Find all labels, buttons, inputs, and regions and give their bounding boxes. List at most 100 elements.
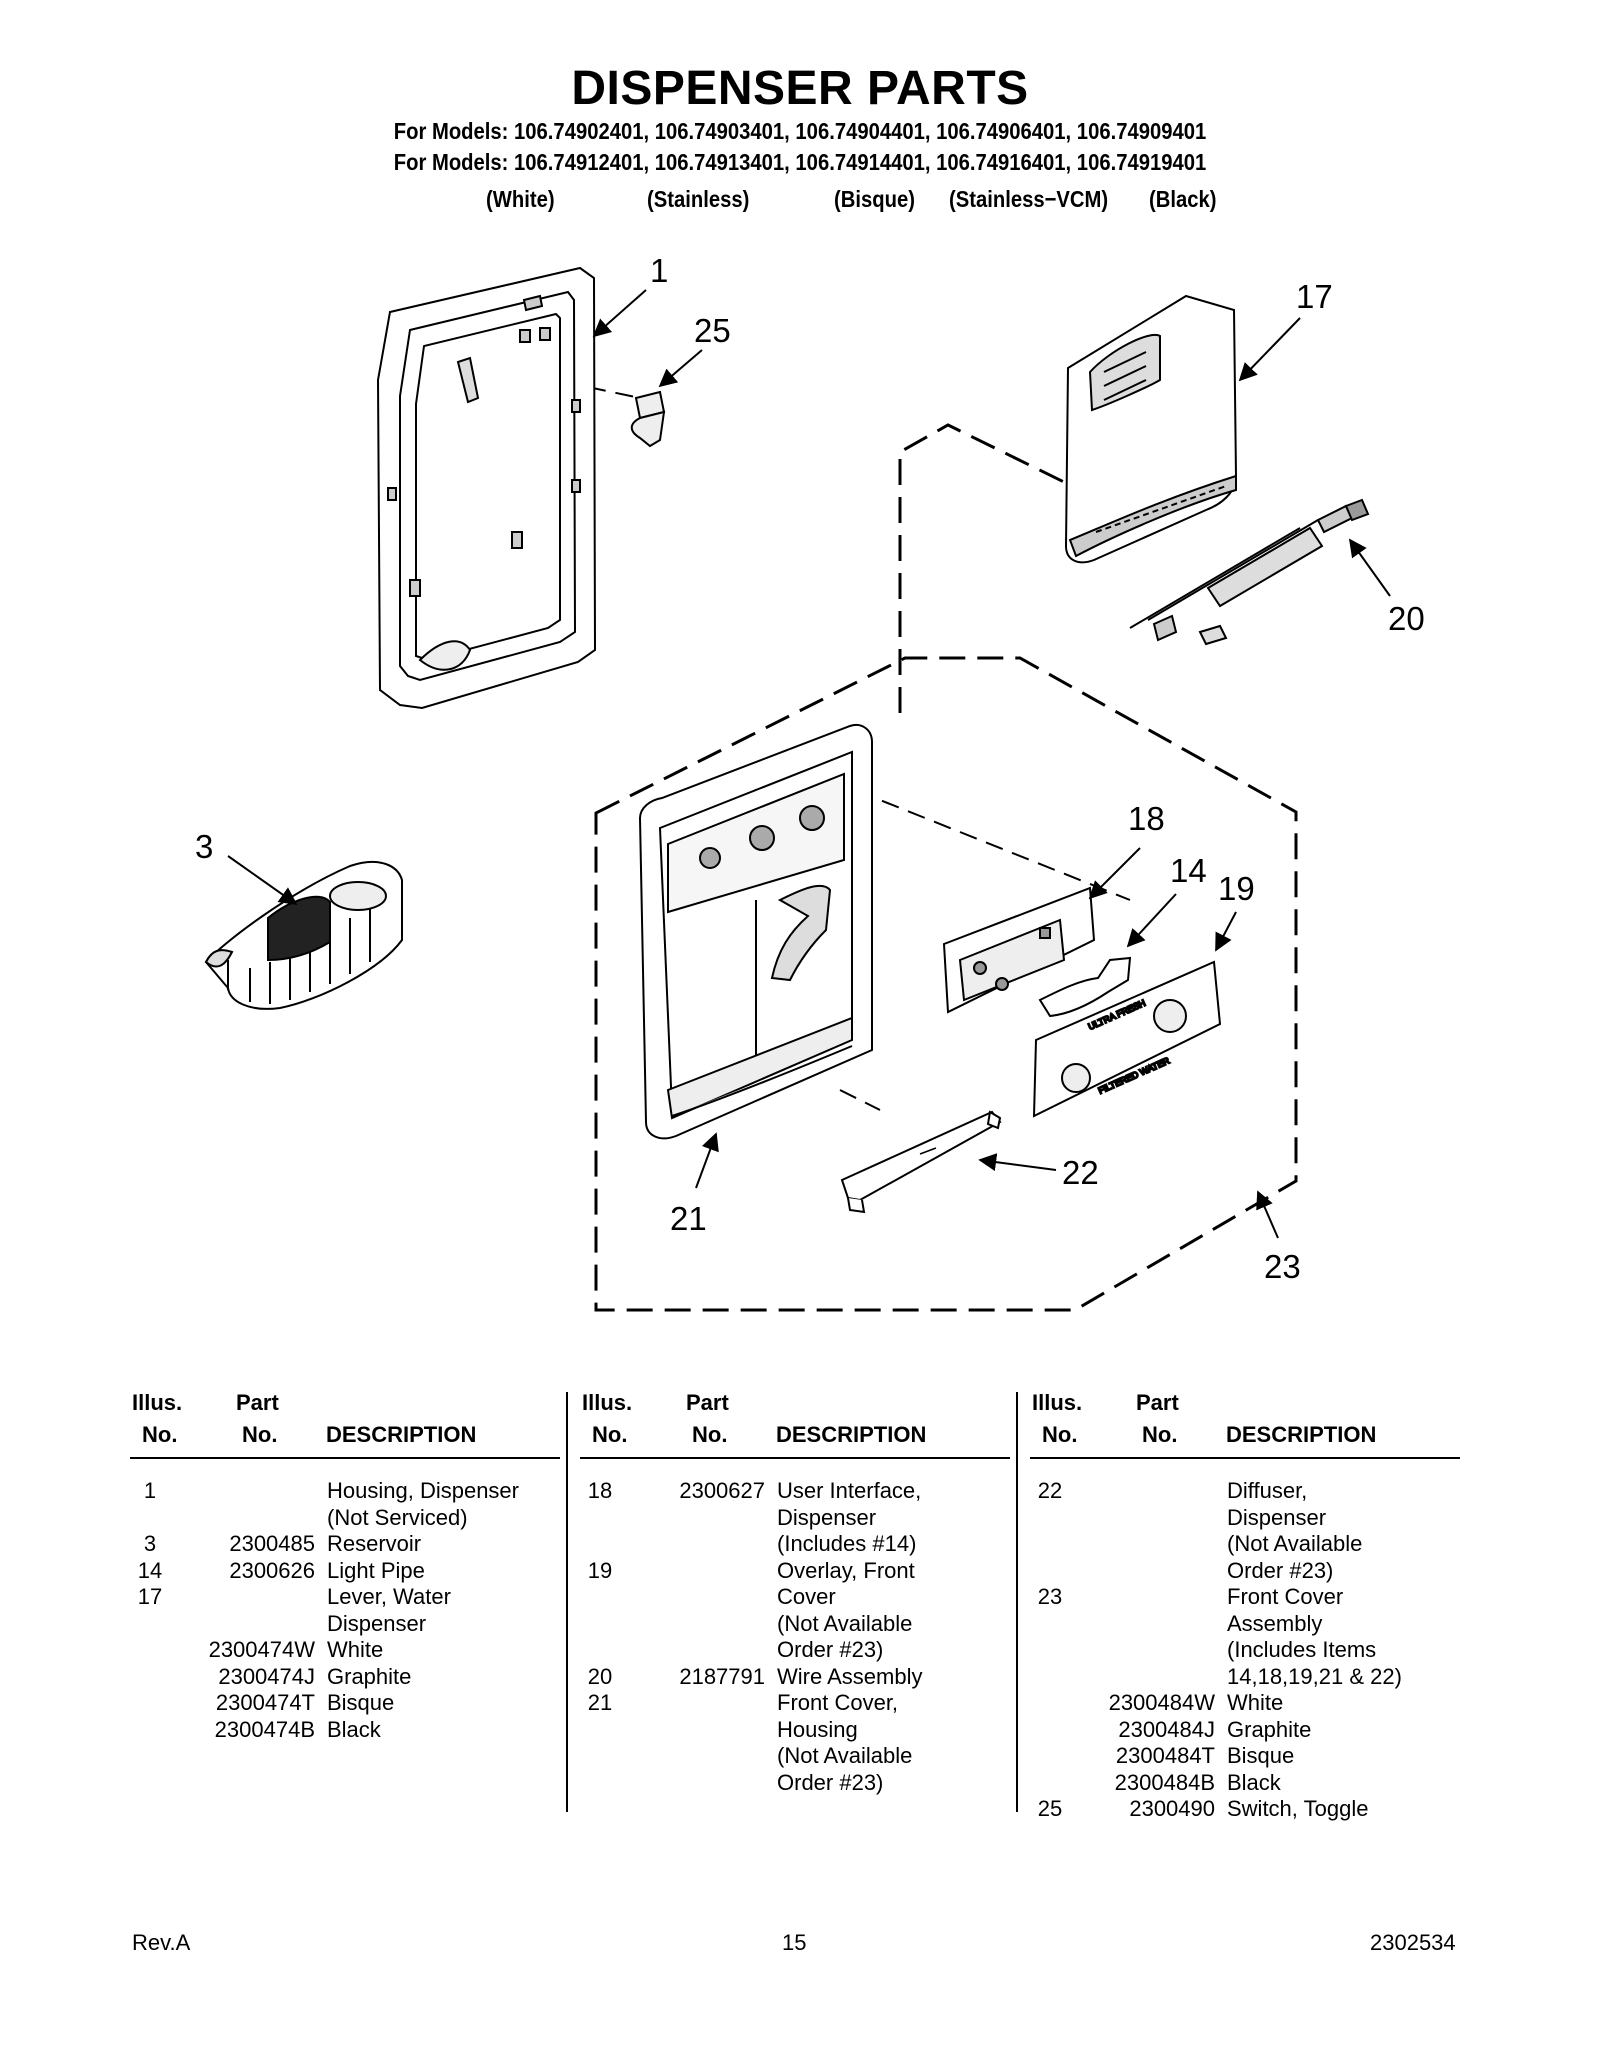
callout-19: 19 xyxy=(1218,870,1255,907)
callout-17: 17 xyxy=(1296,278,1333,315)
part-description: Graphite xyxy=(1227,1716,1312,1742)
illus-number: 17 xyxy=(137,1584,163,1609)
part-description: Diffuser, xyxy=(1227,1478,1308,1503)
leader-18 xyxy=(1088,847,1141,900)
part-description: Wire Assembly xyxy=(777,1663,923,1689)
part-number: 2300490 xyxy=(1129,1796,1215,1821)
assembly-outline-23 xyxy=(594,656,1298,1312)
part-number: 2300484B xyxy=(1114,1769,1215,1795)
table-row: 3 2300485 Reservoir xyxy=(130,1531,560,1557)
table-row: 2300474T Bisque xyxy=(130,1690,560,1716)
table-row: (Not Available xyxy=(1030,1531,1460,1557)
table-row: Order #23) xyxy=(1030,1558,1460,1584)
illus-number: 20 xyxy=(587,1663,613,1689)
illus-number: 3 xyxy=(143,1531,157,1556)
part-description: (Not Available xyxy=(777,1610,913,1636)
header-rule xyxy=(580,1457,1010,1459)
part-description: Bisque xyxy=(1227,1743,1295,1768)
footer-page-number: 15 xyxy=(782,1930,807,1955)
table-row: (Not Serviced) xyxy=(130,1505,560,1531)
leader-21 xyxy=(695,1132,719,1189)
callout-20: 20 xyxy=(1388,600,1425,637)
part-description: Bisque xyxy=(327,1690,395,1715)
table-row: 18 2300627 User Interface, xyxy=(580,1478,1010,1504)
part-description: (Includes #14) xyxy=(777,1531,917,1556)
table-row: Housing xyxy=(580,1717,1010,1743)
part-description: Dispenser xyxy=(327,1610,427,1636)
part-21-front-cover-housing xyxy=(638,724,873,1140)
table-row: Dispenser xyxy=(580,1505,1010,1531)
part-description: Dispenser xyxy=(777,1504,877,1530)
part-3-reservoir xyxy=(204,861,403,1010)
callout-14: 14 xyxy=(1170,852,1207,889)
part-20-wire-assembly xyxy=(1129,498,1370,646)
part-description: User Interface, xyxy=(777,1478,922,1503)
header-part-top: Part xyxy=(236,1390,279,1415)
footer-revision: Rev.A xyxy=(132,1930,191,1955)
callout-23: 23 xyxy=(1264,1248,1301,1285)
part-description: Reservoir xyxy=(327,1531,422,1556)
part-description: Front Cover xyxy=(1227,1584,1344,1609)
header-illus-top: Illus. xyxy=(1032,1390,1083,1415)
part-description: Order #23) xyxy=(777,1769,884,1795)
part-number: 2300485 xyxy=(229,1531,315,1556)
exploded-guide-lines xyxy=(587,386,1131,1111)
variant-white: (White) xyxy=(486,186,555,212)
part-description: (Not Serviced) xyxy=(327,1504,468,1530)
table-row: 1 Housing, Dispenser xyxy=(130,1478,560,1504)
table-row: 25 2300490 Switch, Toggle xyxy=(1030,1796,1460,1822)
part-description: Assembly xyxy=(1227,1610,1323,1636)
part-22-diffuser xyxy=(840,1110,1002,1214)
illus-number: 19 xyxy=(587,1557,613,1583)
table-row: 20 2187791 Wire Assembly xyxy=(580,1664,1010,1690)
leader-1 xyxy=(592,289,647,338)
callout-1: 1 xyxy=(650,252,668,289)
part-description: Housing, Dispenser xyxy=(327,1478,519,1503)
header-description: DESCRIPTION xyxy=(776,1422,927,1447)
part-number: 2300627 xyxy=(679,1478,765,1503)
page-title: DISPENSER PARTS xyxy=(571,62,1029,115)
header-rule xyxy=(130,1457,560,1459)
callout-25: 25 xyxy=(694,312,731,349)
leader-22 xyxy=(978,1153,1057,1172)
illus-number: 18 xyxy=(587,1478,613,1503)
part-17-lever xyxy=(1064,294,1238,564)
variant-stainless: (Stainless) xyxy=(647,186,750,212)
variant-black: (Black) xyxy=(1149,186,1217,212)
leader-3 xyxy=(227,855,298,906)
part-description: White xyxy=(327,1637,384,1662)
leader-17 xyxy=(1238,317,1301,382)
part-description: Switch, Toggle xyxy=(1227,1796,1369,1821)
leader-14 xyxy=(1126,893,1177,948)
header-illus-top: Illus. xyxy=(132,1390,183,1415)
part-number: 2300474T xyxy=(215,1690,315,1715)
part-description: Light Pipe xyxy=(327,1557,425,1583)
header-part-top: Part xyxy=(686,1390,729,1415)
table-header: Illus. No. Part No. DESCRIPTION xyxy=(1030,1390,1460,1454)
table-row: (Includes #14) xyxy=(580,1531,1010,1557)
illus-number: 1 xyxy=(143,1478,157,1503)
header-illus-top: Illus. xyxy=(582,1390,633,1415)
table-row: (Includes Items xyxy=(1030,1637,1460,1663)
header-part-top: Part xyxy=(1136,1390,1179,1415)
table-row: Order #23) xyxy=(580,1637,1010,1663)
table-row: Dispenser xyxy=(130,1611,560,1637)
header-description: DESCRIPTION xyxy=(326,1422,477,1447)
part-number: 2187791 xyxy=(679,1663,765,1689)
part-description: Dispenser xyxy=(1227,1504,1327,1530)
table-row: (Not Available xyxy=(580,1611,1010,1637)
leader-25 xyxy=(658,349,703,388)
table-header: Illus. No. Part No. DESCRIPTION xyxy=(130,1390,560,1454)
illus-number: 25 xyxy=(1037,1796,1063,1821)
table-header: Illus. No. Part No. DESCRIPTION xyxy=(580,1390,1010,1454)
table-row: Dispenser xyxy=(1030,1505,1460,1531)
callout-leaders xyxy=(227,289,1391,1239)
models-line-2: For Models: 106.74912401, 106.74913401, … xyxy=(393,149,1207,175)
